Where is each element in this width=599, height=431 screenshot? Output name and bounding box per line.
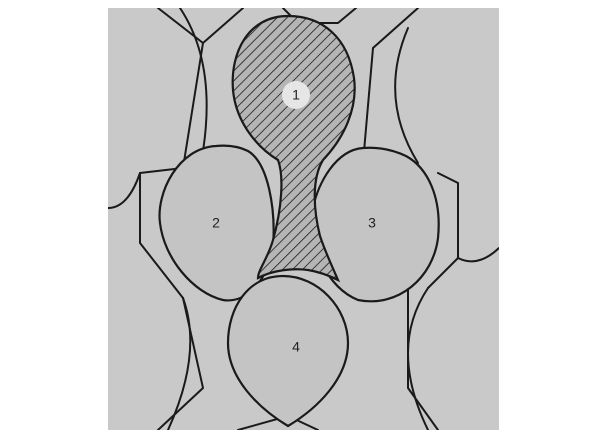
cell-4-label: 4 (292, 339, 300, 355)
cell-1-label-group: 1 (282, 81, 310, 109)
cell-4 (228, 276, 348, 426)
cell-1-label: 1 (292, 87, 300, 103)
cell-3-label: 3 (368, 215, 376, 231)
packed-cells-diagram: 1 2 3 4 (108, 8, 499, 430)
cell-2-label: 2 (212, 215, 220, 231)
diagram-frame: 1 2 3 4 (108, 8, 499, 430)
